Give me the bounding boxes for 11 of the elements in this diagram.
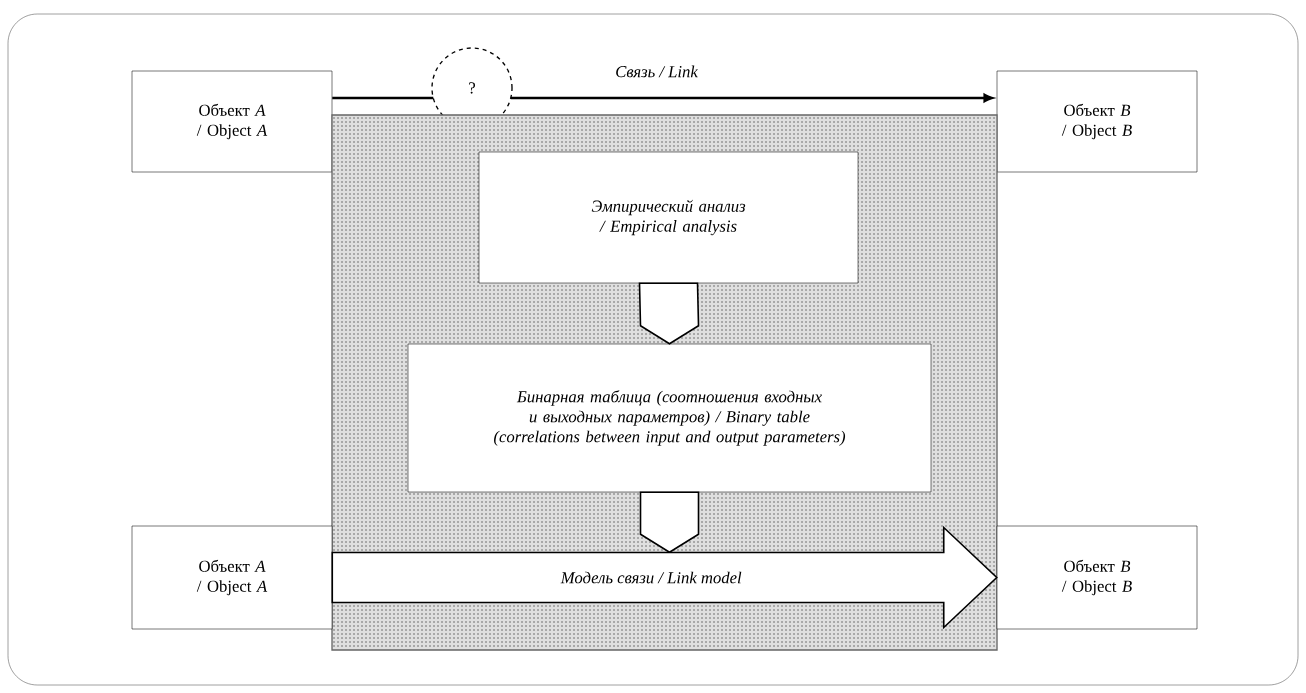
process-box: Объект A / Object A [131, 525, 333, 630]
chevron-arrow [638, 282, 700, 345]
edge-label: Модель связи / Link model [559, 570, 743, 585]
process-box: Эмпирический анализ / Empirical analysis [478, 151, 859, 284]
process-box: Объект A / Object A [131, 70, 333, 173]
chevron-arrow [639, 491, 700, 554]
process-box: Объект B / Object B [996, 70, 1198, 173]
block-arrow [331, 525, 998, 630]
edge-label: Связь / Link [616, 65, 698, 78]
process-box: Бинарная таблица (соотношения входных и выходных параметров) / Binary table (correlations between input and output parameters) [407, 343, 932, 493]
process-box: Объект B / Object B [996, 525, 1198, 630]
